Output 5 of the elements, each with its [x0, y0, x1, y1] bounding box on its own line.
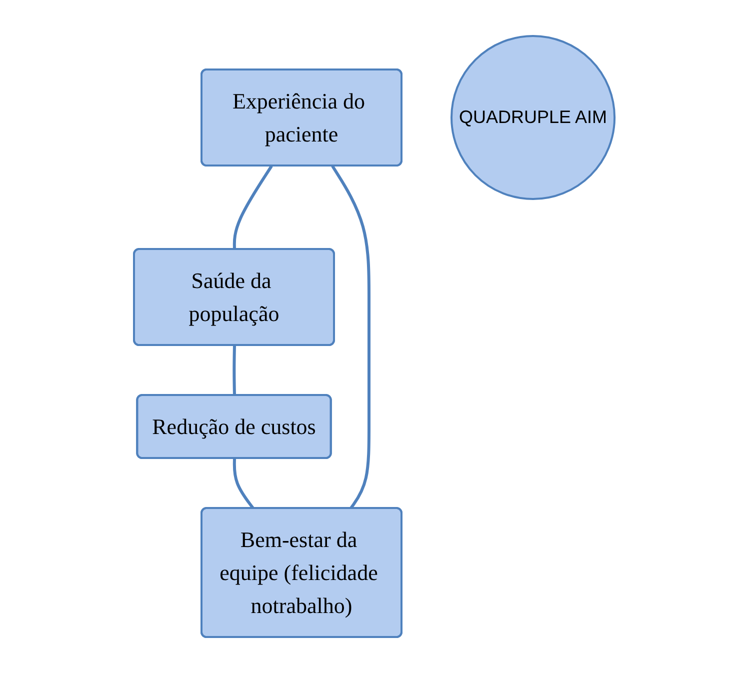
connector — [232, 346, 236, 396]
connector — [331, 165, 371, 510]
connector — [233, 458, 255, 510]
node-circle: QUADRUPLE AIM — [450, 34, 616, 200]
connector — [233, 165, 274, 250]
